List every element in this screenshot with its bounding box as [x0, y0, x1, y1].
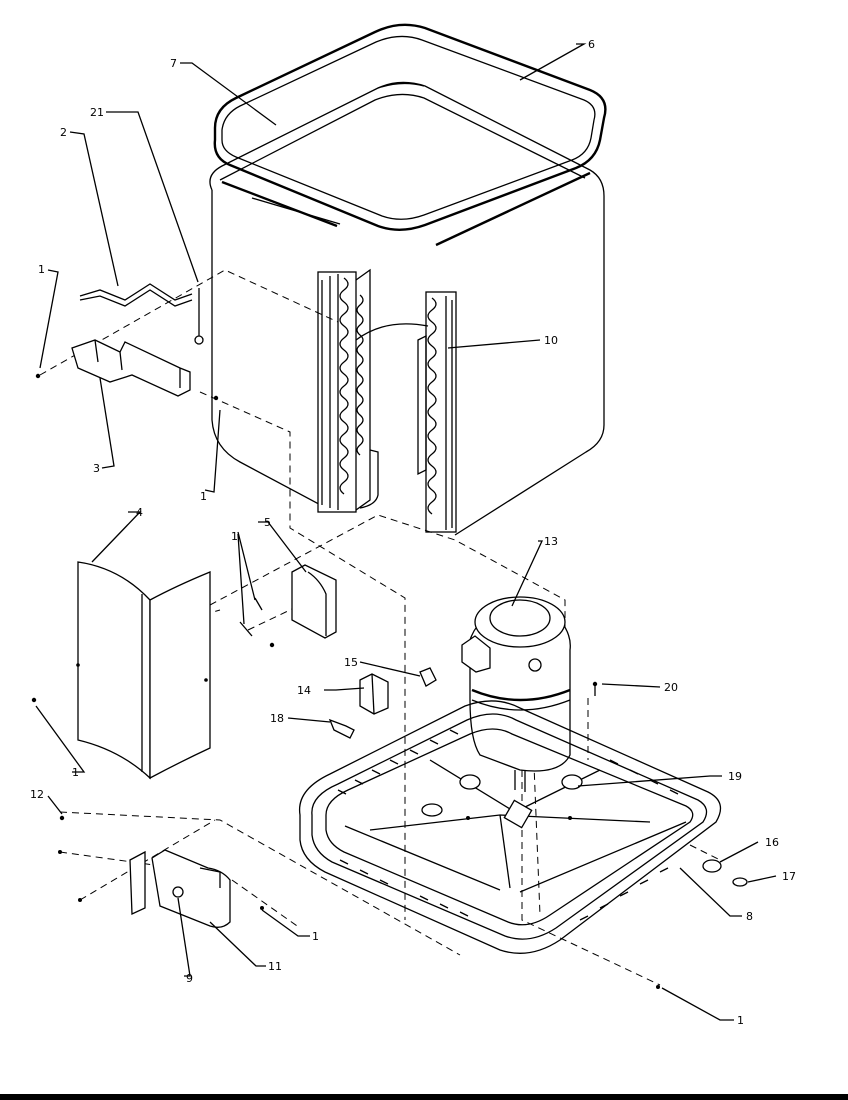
callout-1: 1 [231, 530, 238, 543]
callout-1: 1 [200, 490, 207, 503]
screw-21 [194, 288, 204, 345]
callout-19: 19 [728, 770, 742, 783]
callout-16: 16 [765, 836, 779, 849]
bottom-rule [0, 1094, 848, 1100]
callout-1: 1 [737, 1014, 744, 1027]
top-gasket-ring [213, 23, 607, 231]
callout-21: 21 [90, 106, 104, 119]
callout-13: 13 [544, 535, 558, 548]
callout-labels: 1 2 21 3 7 6 10 1 4 1 5 13 15 14 18 20 1… [30, 38, 796, 1027]
callout-12: 12 [30, 788, 44, 801]
callout-4: 4 [136, 506, 143, 519]
callout-3: 3 [93, 462, 100, 475]
fasteners [31, 373, 660, 989]
base-pan-8 [298, 700, 722, 954]
callout-5: 5 [264, 516, 271, 529]
condenser-coil-wrapper [209, 81, 605, 536]
callout-10: 10 [544, 334, 558, 347]
callout-1: 1 [72, 766, 79, 779]
mounting-bracket-3 [71, 339, 191, 397]
callout-8: 8 [746, 910, 753, 923]
callout-6: 6 [588, 38, 595, 51]
callout-11: 11 [268, 960, 282, 973]
compressor-13 [461, 596, 571, 792]
callout-leaders [35, 43, 777, 1021]
callout-9: 9 [186, 972, 193, 985]
callout-17: 17 [782, 870, 796, 883]
mounting-bracket-2 [79, 283, 193, 307]
callout-20: 20 [664, 681, 678, 694]
control-block-14 [359, 673, 389, 715]
clip-18 [328, 718, 355, 739]
plate-15 [419, 667, 437, 687]
callout-2: 2 [60, 126, 67, 139]
callout-18: 18 [270, 712, 284, 725]
callout-1: 1 [312, 930, 319, 943]
fitting-16 [702, 859, 722, 873]
right-coil-fins [355, 291, 457, 533]
callout-15: 15 [344, 656, 358, 669]
access-panel-4 [76, 561, 211, 780]
left-coil-fins [317, 268, 379, 513]
cap-17 [732, 877, 748, 887]
callout-7: 7 [170, 57, 177, 70]
bracket-5 [239, 564, 337, 648]
bracket-11 [129, 849, 231, 928]
callout-1: 1 [38, 263, 45, 276]
callout-14: 14 [297, 684, 311, 697]
